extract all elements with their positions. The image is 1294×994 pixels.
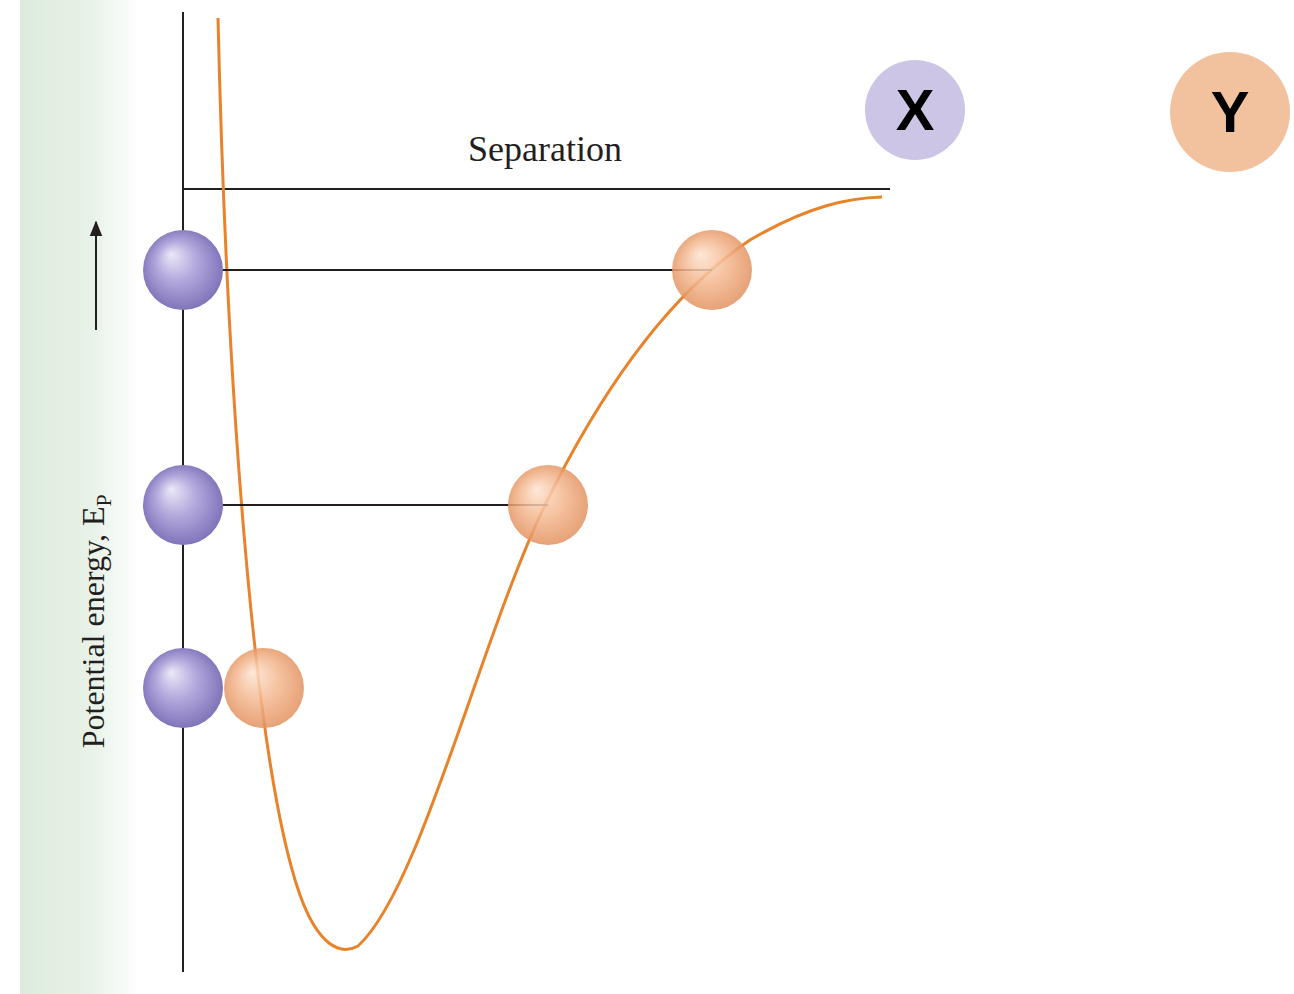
side-band	[20, 0, 140, 994]
potential-curve	[218, 18, 882, 949]
atom-x-key: X	[865, 60, 965, 160]
separation-axis	[183, 188, 890, 190]
separation-line	[183, 269, 712, 271]
axis-arrow	[95, 222, 97, 330]
separation-line	[183, 504, 548, 506]
atom-x	[143, 648, 223, 728]
axis-title: Separation	[468, 130, 622, 170]
atom-x	[143, 230, 223, 310]
atom-letter: Y	[1211, 83, 1250, 141]
axis-title-group: Potential energy, EP	[76, 494, 117, 748]
atom-y-key: Y	[1170, 52, 1290, 172]
axis-subscript: P	[91, 494, 116, 506]
axis-title: Potential energy, E	[75, 506, 111, 748]
atom-letter: X	[896, 81, 935, 139]
atom-y	[508, 465, 588, 545]
atom-y	[224, 648, 304, 728]
atom-y	[672, 230, 752, 310]
atom-x	[143, 465, 223, 545]
